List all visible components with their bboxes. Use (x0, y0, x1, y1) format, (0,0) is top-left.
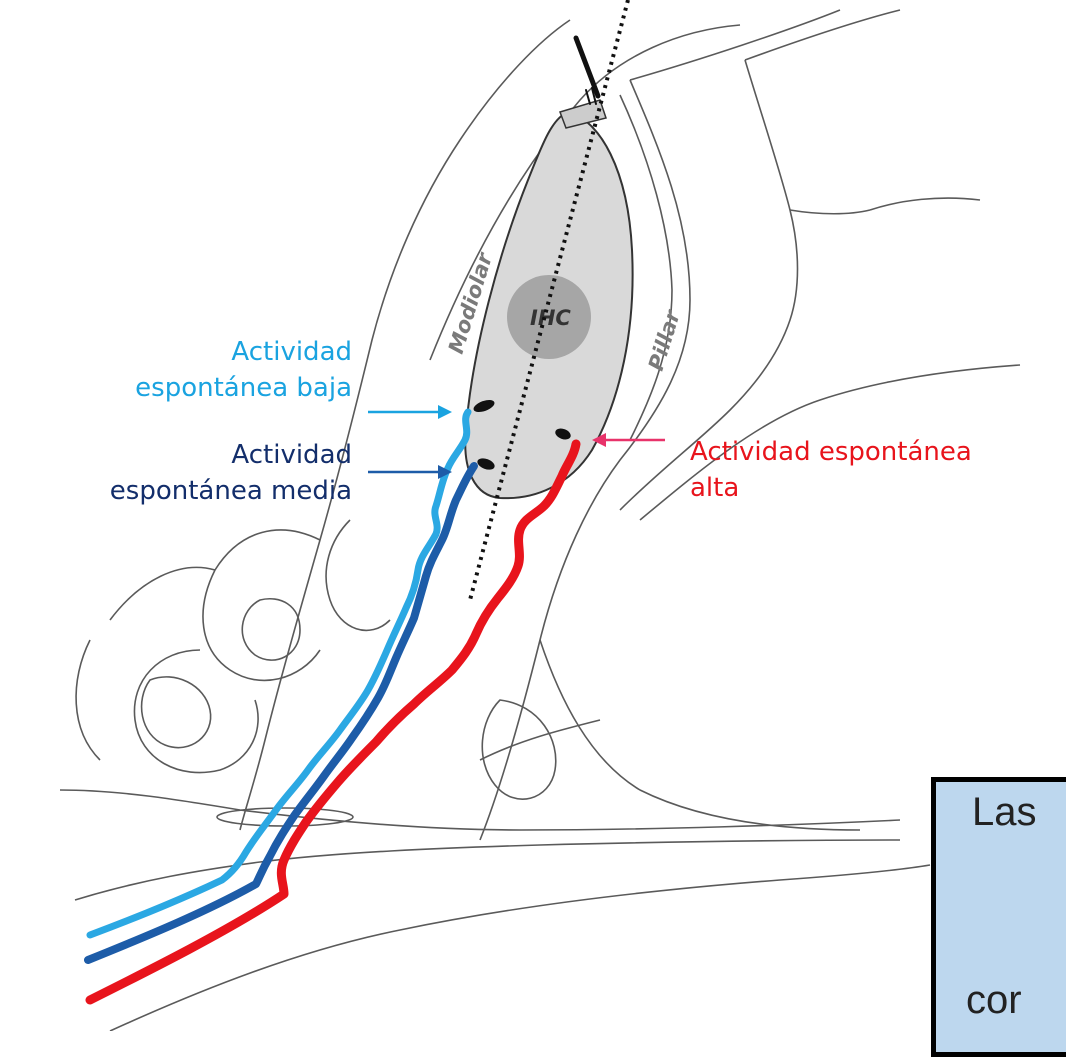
lower-boundary (110, 865, 930, 1031)
cuticular-plate (560, 100, 606, 128)
callout-low-line2: espontánea baja (135, 370, 352, 406)
left-cell-4 (142, 677, 211, 748)
lower-right-line (480, 720, 600, 760)
left-cell-3 (134, 650, 258, 773)
left-cell-7 (326, 520, 390, 630)
note-box: Las cor (931, 777, 1066, 1057)
top-surface (630, 10, 840, 80)
arrow-medium (368, 465, 452, 479)
callout-medium-spontaneous: Actividad espontánea media (110, 437, 352, 509)
arrow-low (368, 405, 452, 419)
left-cell-5 (76, 640, 100, 760)
note-line-2: cor (966, 978, 1022, 1023)
callout-high-spontaneous: Actividad espontánea alta (690, 434, 972, 506)
cochlea-ihc-diagram: IHC Modiolar Pillar (0, 0, 1066, 1031)
callout-low-line1: Actividad (135, 334, 352, 370)
note-line-1: Las (972, 790, 1037, 835)
lower-right-structure (540, 640, 860, 830)
callout-high-line1: Actividad espontánea (690, 434, 972, 470)
arrow-high (592, 433, 665, 447)
right-bottom-cell (482, 700, 555, 799)
fiber-high-sr (90, 444, 576, 1000)
left-cell-6 (110, 567, 215, 620)
stereocilia (576, 38, 598, 104)
left-cell-2 (242, 599, 300, 660)
right-cell-3 (870, 198, 980, 210)
right-cell-2 (790, 210, 870, 214)
callout-medium-line2: espontánea media (110, 473, 352, 509)
inner-hair-cell: IHC (465, 100, 632, 498)
callout-low-spontaneous: Actividad espontánea baja (135, 334, 352, 406)
tunnel-line-1 (60, 790, 900, 830)
callout-high-line2: alta (690, 470, 972, 506)
callout-medium-line1: Actividad (110, 437, 352, 473)
ihc-label: IHC (530, 306, 571, 330)
